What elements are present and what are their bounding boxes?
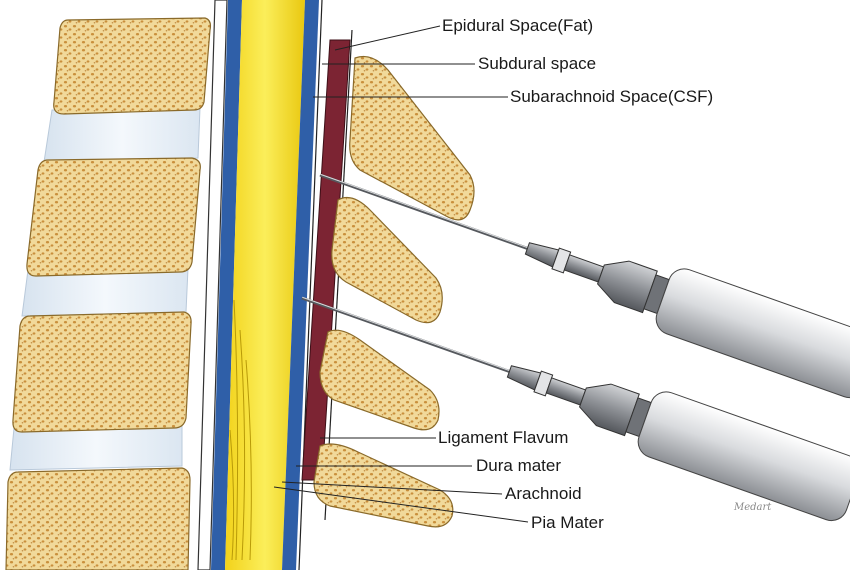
- spinous-process-2: [331, 197, 443, 324]
- nerve-roots: [229, 299, 252, 561]
- label-arachnoid: Arachnoid: [505, 484, 582, 503]
- label-pia-mater: Pia Mater: [531, 513, 604, 532]
- vertebral-body-1: [53, 17, 212, 115]
- vertebral-body-4: [5, 467, 191, 570]
- spinal-canal: [197, 0, 353, 570]
- spinous-process-4: [313, 443, 454, 528]
- vertebral-bodies: [5, 17, 212, 570]
- spinous-process-1: [349, 55, 475, 221]
- artist-signature: Medart: [733, 502, 772, 513]
- leader-arachnoid: [281, 481, 503, 495]
- leader-pia-mater: [273, 486, 529, 523]
- csf-right: [282, 0, 320, 570]
- disc-3: [9, 425, 183, 471]
- spinal-cord: [225, 0, 305, 570]
- dura-left-outer: [197, 0, 228, 570]
- disc-1: [43, 107, 201, 163]
- vertebral-body-3: [12, 311, 192, 433]
- label-subdural-space: Subdural space: [478, 54, 596, 73]
- label-epidural-space: Epidural Space(Fat): [442, 16, 593, 35]
- spinal-needle-1: [319, 173, 850, 399]
- intervertebral-discs: [9, 107, 201, 471]
- leader-lines: [273, 25, 529, 523]
- arachnoid-line: [296, 0, 321, 570]
- label-ligament-flavum: Ligament Flavum: [438, 428, 568, 447]
- label-dura-mater: Dura mater: [476, 456, 561, 475]
- leader-epidural: [334, 25, 441, 51]
- label-subarachnoid-space: Subarachnoid Space(CSF): [510, 87, 713, 106]
- spinous-process-3: [319, 329, 440, 431]
- labels: Epidural Space(Fat) Subdural space Subar…: [438, 16, 772, 532]
- vertebral-body-2: [26, 157, 201, 277]
- csf-left: [211, 0, 242, 570]
- spinal-needle-2: [301, 296, 850, 522]
